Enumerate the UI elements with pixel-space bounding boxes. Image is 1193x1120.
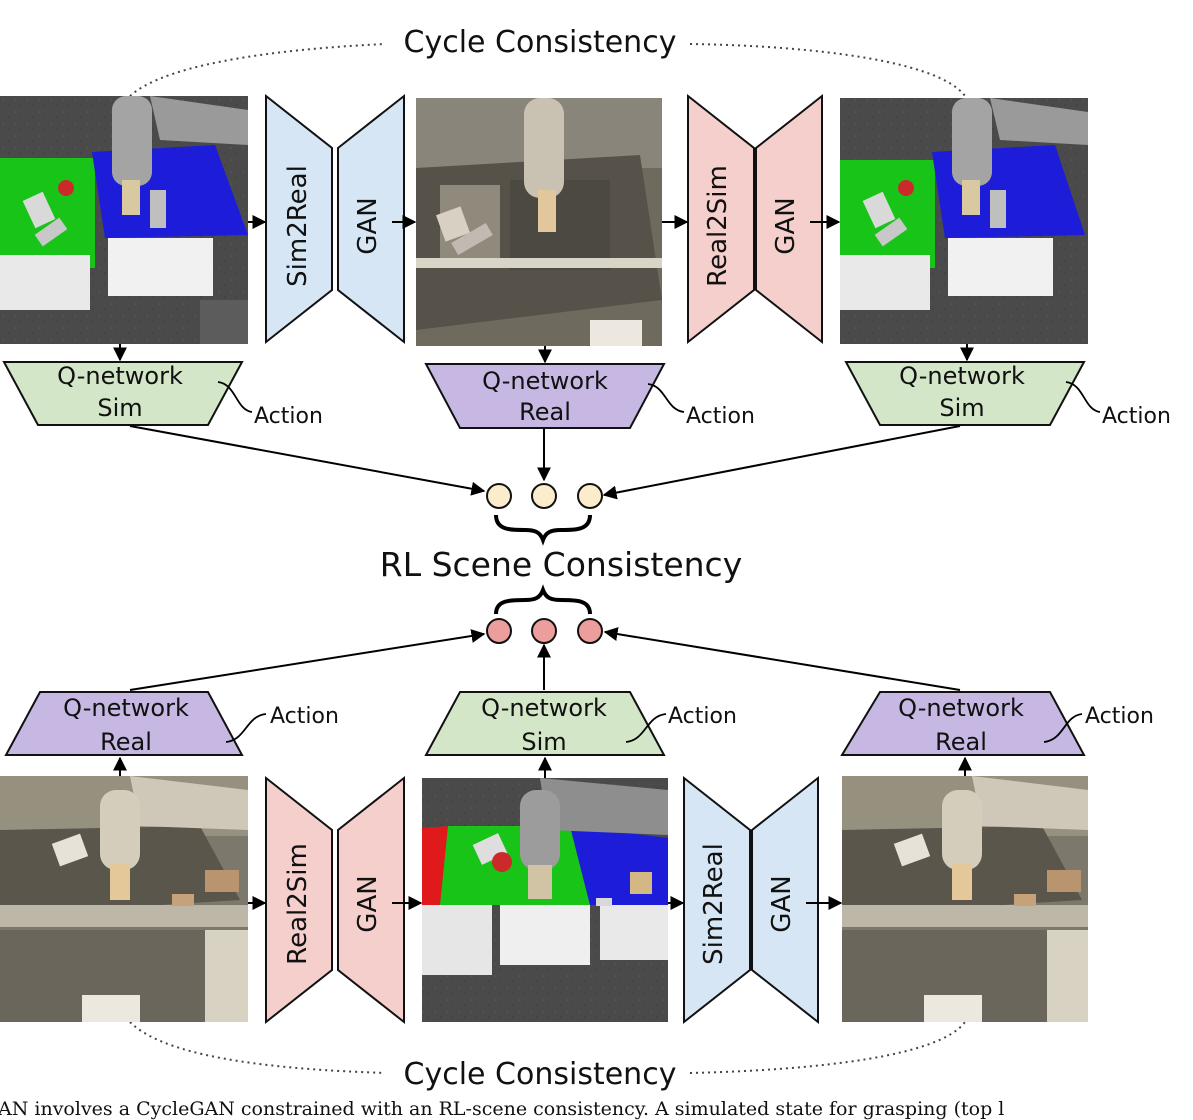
real2sim-encoder-label-top: Real2Sim [703, 165, 733, 287]
action-label: Action [254, 404, 323, 429]
action-connector [1065, 381, 1101, 413]
action-connector [217, 381, 253, 413]
q-network-type-label: Real [519, 398, 571, 426]
q-network-real-top-middle [424, 346, 666, 429]
q-network-sim-top-right [844, 344, 1086, 426]
top-cycle-label: Cycle Consistency [404, 25, 677, 60]
real2sim-gan-bottom [265, 775, 405, 1025]
real-image-bottom-left [0, 776, 248, 1022]
q-network-label: Q-network [899, 362, 1025, 390]
top-q-value-arrows [129, 425, 961, 500]
q-network-sim-bottom-middle [424, 691, 666, 778]
sim2real-gan-bottom [683, 775, 819, 1025]
top-q-value-circles [486, 483, 603, 509]
q-network-type-label: Sim [97, 394, 142, 422]
bottom-cycle-label: Cycle Consistency [404, 1057, 677, 1092]
gan-decoder-label-top-1: GAN [353, 197, 383, 254]
sim2real-encoder-label-top: Sim2Real [283, 165, 313, 287]
bottom-q-value-circles [486, 618, 603, 644]
caption-fragment: AN involves a CycleGAN constrained with … [0, 1098, 1005, 1120]
real2sim-encoder-label-bottom: Real2Sim [283, 843, 313, 965]
action-label: Action [270, 704, 339, 729]
bottom-brace [494, 584, 592, 615]
q-network-type-label: Sim [521, 728, 566, 756]
top-brace [494, 514, 592, 546]
q-network-label: Q-network [898, 694, 1024, 722]
gan-decoder-label-bottom-2: GAN [767, 875, 797, 932]
sim-image-bottom-middle [422, 778, 668, 1022]
rl-scene-consistency-label: RL Scene Consistency [380, 545, 742, 584]
real-image-bottom-right [842, 776, 1088, 1022]
action-label: Action [1085, 704, 1154, 729]
q-network-type-label: Real [100, 728, 152, 756]
bottom-q-value-arrows [129, 627, 961, 691]
action-connector [225, 713, 267, 743]
q-network-label: Q-network [481, 694, 607, 722]
action-connector [1043, 713, 1083, 743]
q-network-type-label: Sim [939, 394, 984, 422]
q-network-label: Q-network [57, 362, 183, 390]
action-label: Action [668, 704, 737, 729]
q-network-type-label: Real [935, 728, 987, 756]
action-connector [647, 383, 685, 413]
action-label: Action [686, 404, 755, 429]
q-network-label: Q-network [482, 367, 608, 395]
q-network-label: Q-network [63, 694, 189, 722]
q-network-sim-top-left [2, 344, 244, 426]
real-image-top-middle [416, 98, 662, 346]
top-cycle-arc [129, 43, 966, 97]
sim-image-top-right [840, 98, 1088, 344]
sim2real-gan-top [265, 93, 405, 345]
sim2real-encoder-label-bottom: Sim2Real [699, 843, 729, 965]
q-network-real-bottom-left [4, 691, 244, 776]
gan-decoder-label-bottom-1: GAN [353, 875, 383, 932]
real2sim-gan-top [687, 93, 823, 345]
sim-image-top-left [0, 96, 248, 344]
bottom-cycle-arc [129, 1021, 966, 1074]
q-network-real-bottom-right [840, 691, 1086, 776]
gan-decoder-label-top-2: GAN [771, 197, 801, 254]
action-label: Action [1102, 404, 1171, 429]
action-connector [625, 713, 667, 743]
